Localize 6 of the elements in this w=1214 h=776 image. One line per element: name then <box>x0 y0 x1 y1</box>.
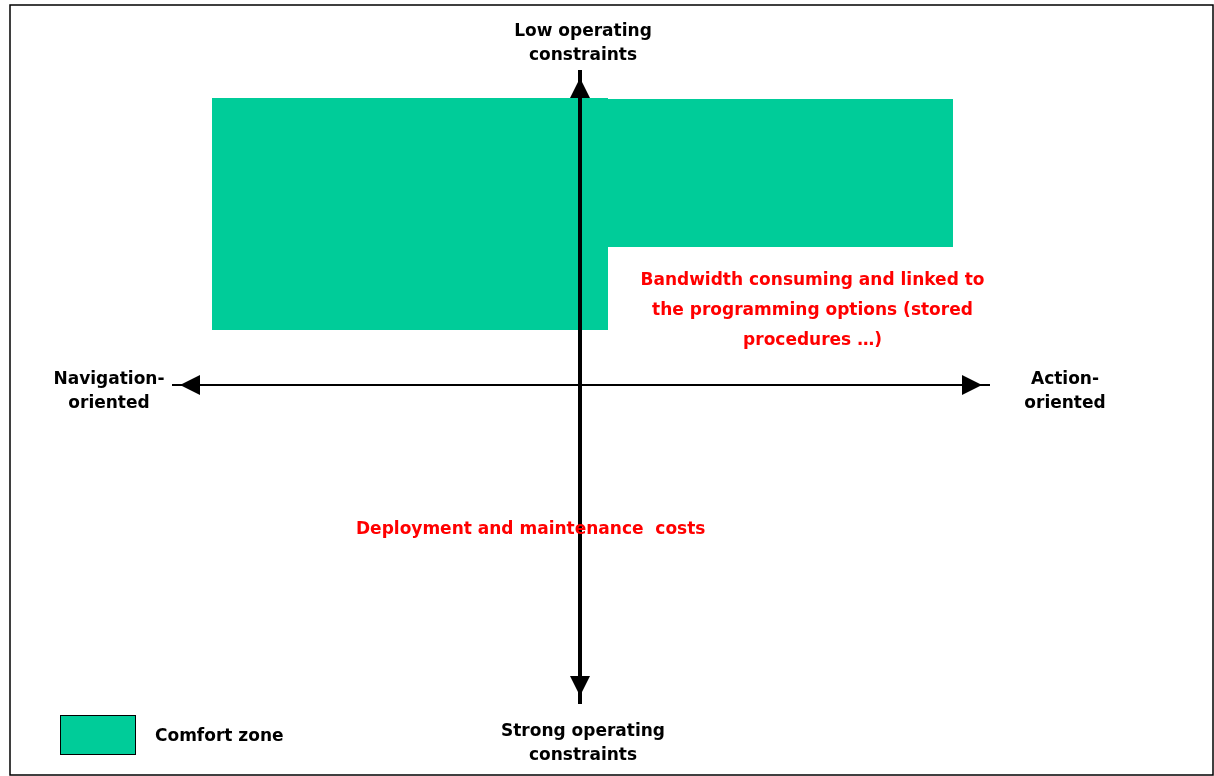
axis-label: Strong operating constraints <box>499 719 667 766</box>
axis-label: Action-oriented <box>1023 367 1107 414</box>
legend-label: Comfort zone <box>155 724 284 747</box>
annotation-text: Bandwidth consuming and linked to the programming options (stored procedures …) <box>640 268 985 351</box>
axis-label: Low operating constraints <box>513 19 653 66</box>
axis-label: Navigation-oriented <box>52 367 166 414</box>
